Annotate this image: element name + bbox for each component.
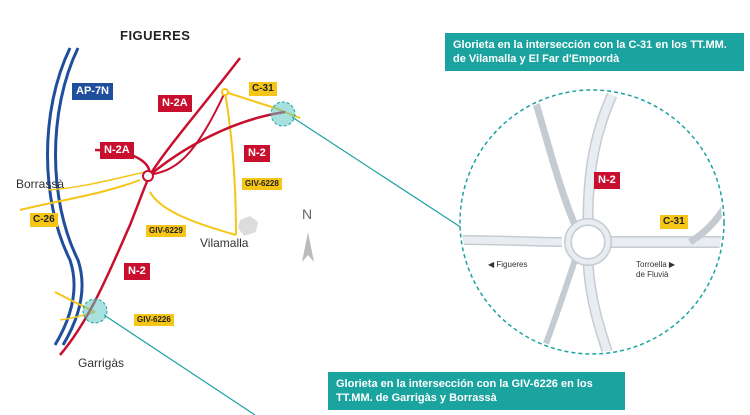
ap7-motorway-line (46, 47, 76, 346)
bottom-connector-line (103, 314, 256, 415)
overview-roundabout (142, 170, 154, 182)
giv6228-road (224, 91, 237, 236)
ap7-motorway-line-inner (54, 47, 84, 346)
detail-torroella-line1: Torroella (636, 260, 667, 269)
n2-road-north (149, 91, 226, 176)
detail-figueres-text: Figueres (496, 260, 528, 269)
vilamalla-village (238, 216, 258, 236)
road-badge-c31: C-31 (249, 82, 277, 96)
callout-c31-roundabout: Glorieta en la intersección con la C-31 … (445, 33, 744, 71)
detail-label-torroella: Torroella ▶ de Fluvià (636, 260, 675, 280)
road-badge-n2a-top: N-2A (158, 95, 192, 112)
city-borrassa: Borrassà (16, 177, 65, 191)
top-connector-line (291, 116, 466, 231)
city-figueres: FIGUERES (120, 28, 191, 43)
road-badge-n2-bottom: N-2 (124, 263, 150, 280)
c26-road (19, 179, 141, 211)
road-badge-ap7: AP-7N (72, 83, 114, 100)
n2-c31-junction (221, 88, 229, 96)
detail-torroella-line2: de Fluvià (636, 270, 669, 279)
city-garrigas: Garrigàs (78, 356, 125, 370)
city-vilamalla: Vilamalla (200, 236, 249, 250)
road-badge-giv6229: GIV-6229 (146, 225, 186, 237)
north-label: N (302, 206, 313, 222)
road-badge-giv6228: GIV-6228 (242, 178, 282, 190)
north-arrow-icon (302, 232, 314, 262)
left-arrow-icon: ◀ (488, 260, 497, 269)
detail-badge-c31: C-31 (660, 215, 688, 229)
detail-roads (462, 92, 722, 352)
road-badge-giv6226: GIV-6226 (134, 314, 174, 326)
callout-giv6226-roundabout: Glorieta en la intersección con la GIV-6… (328, 372, 625, 410)
detail-road-slip-nw (531, 98, 579, 227)
borrassa-link-road (47, 171, 146, 191)
n2a-road-east (148, 57, 241, 176)
c31-intersection-highlight[interactable] (270, 101, 296, 127)
giv6229-road (149, 191, 237, 236)
detail-badge-n2: N-2 (594, 172, 620, 189)
road-badge-n2-right: N-2 (244, 145, 270, 162)
detail-label-figueres: ◀ Figueres (488, 260, 528, 270)
road-badge-n2a-left: N-2A (100, 142, 134, 159)
detail-road-c31-ne (688, 198, 722, 246)
right-arrow-icon: ▶ (666, 260, 676, 269)
giv6226-intersection-highlight[interactable] (82, 298, 108, 324)
road-badge-c26: C-26 (30, 213, 58, 227)
